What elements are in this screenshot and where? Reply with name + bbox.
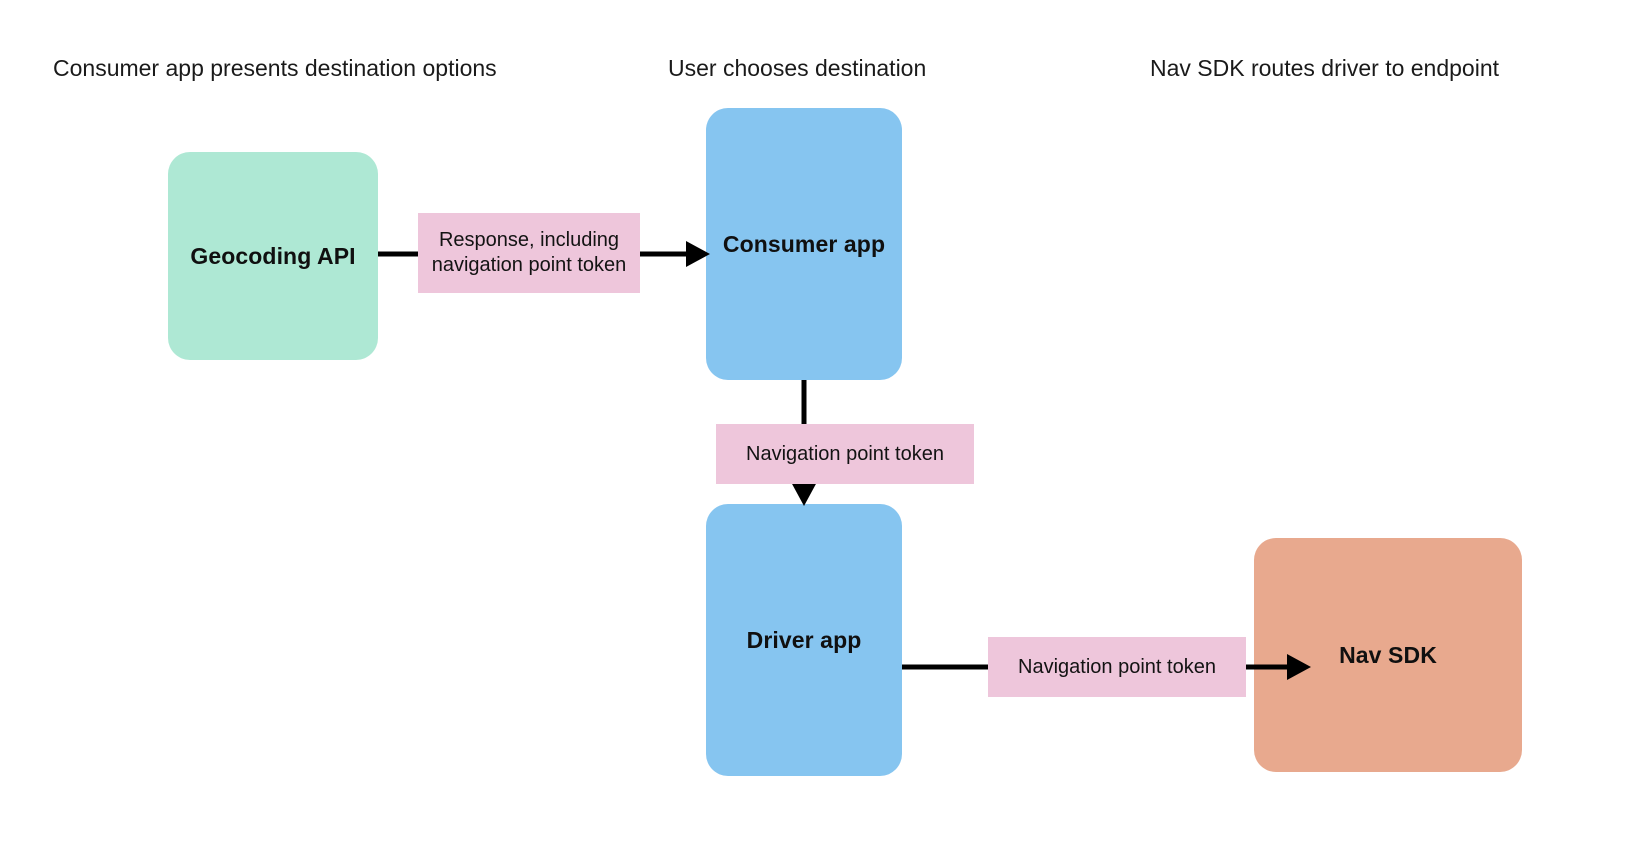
column-header-user: User chooses destination: [668, 55, 927, 81]
node-geocoding-api[interactable]: Geocoding API: [168, 152, 378, 360]
edge-label-response: Response, including navigation point tok…: [418, 213, 640, 293]
connector-label-to-consumer-app: [640, 230, 710, 278]
edge-label-nav-token-consumer-driver-text: Navigation point token: [746, 442, 944, 465]
node-consumer-app[interactable]: Consumer app: [706, 108, 902, 380]
edge-label-nav-token-driver-navsdk-text: Navigation point token: [1018, 655, 1216, 678]
node-nav-sdk-label: Nav SDK: [1339, 642, 1437, 668]
node-driver-app-label: Driver app: [746, 627, 862, 653]
edge-label-nav-token-consumer-driver: Navigation point token: [716, 424, 974, 484]
connector-driver-app-to-label: [902, 643, 990, 691]
node-nav-sdk[interactable]: Nav SDK: [1254, 538, 1522, 772]
edge-label-nav-token-driver-navsdk: Navigation point token: [988, 637, 1246, 697]
node-geocoding-api-label: Geocoding API: [190, 243, 356, 269]
connector-geocoding-to-label: [378, 230, 420, 278]
column-header-navsdk: Nav SDK routes driver to endpoint: [1150, 55, 1500, 81]
edge-label-response-text: Response, including navigation point tok…: [431, 229, 627, 276]
connector-label-to-nav-sdk: [1243, 643, 1311, 691]
node-consumer-app-label: Consumer app: [722, 231, 886, 257]
column-header-consumer: Consumer app presents destination option…: [53, 55, 497, 81]
node-driver-app[interactable]: Driver app: [706, 504, 902, 776]
